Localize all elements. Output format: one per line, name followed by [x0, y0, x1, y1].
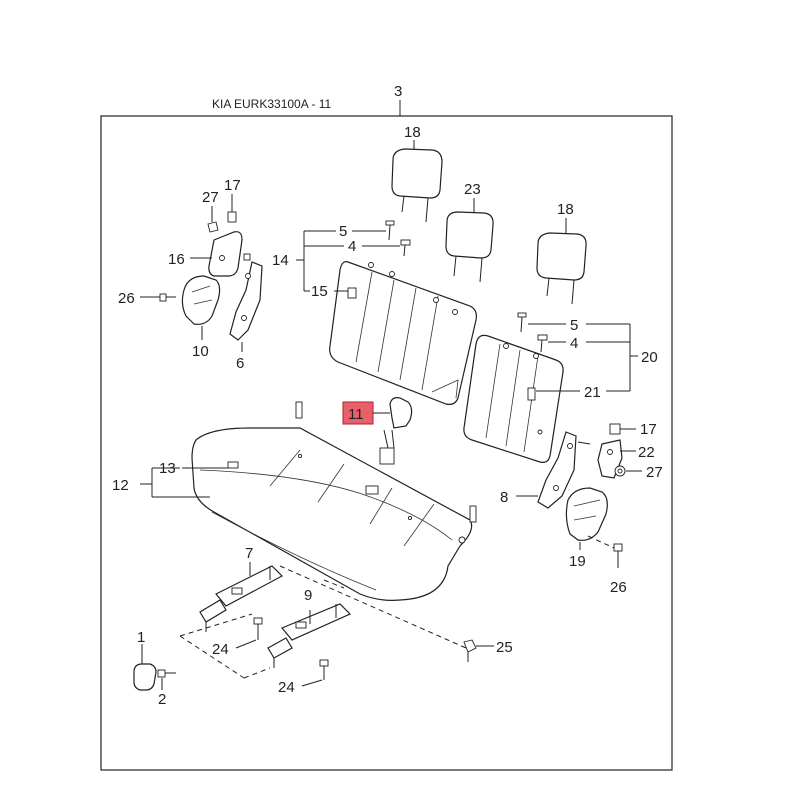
- leader-24b: [301, 679, 323, 687]
- callout-10[interactable]: 10: [192, 343, 209, 360]
- bolt-5-right: [517, 312, 527, 333]
- callout-27b[interactable]: 27: [646, 464, 663, 481]
- nut-27-right: [614, 465, 626, 477]
- hinge-6: [229, 253, 263, 341]
- cover-16: [208, 231, 243, 277]
- seat-back-right: [463, 334, 564, 463]
- callout-11[interactable]: 11: [348, 406, 364, 423]
- bolt-4-right: [537, 334, 548, 353]
- cap-17-right: [609, 423, 621, 435]
- callout-6[interactable]: 6: [236, 355, 244, 372]
- dash-left-b: [179, 635, 245, 679]
- callout-24a[interactable]: 24: [212, 641, 229, 658]
- callout-14[interactable]: 14: [272, 252, 289, 269]
- callout-26b[interactable]: 26: [610, 579, 627, 596]
- dash-left-c: [243, 667, 271, 679]
- callout-12[interactable]: 12: [112, 477, 129, 494]
- callout-15[interactable]: 15: [311, 283, 328, 300]
- latch-11: [379, 397, 413, 465]
- callout-22[interactable]: 22: [638, 444, 655, 461]
- cap-1: [133, 663, 157, 691]
- bolt-4-left: [400, 239, 411, 257]
- callout-5b[interactable]: 5: [570, 317, 578, 334]
- callout-20[interactable]: 20: [641, 349, 658, 366]
- headrest-right: [536, 232, 587, 305]
- dash-rail-mid: [323, 579, 345, 589]
- nut-25: [463, 639, 477, 662]
- callout-5a[interactable]: 5: [339, 223, 347, 240]
- screw-26-right: [587, 535, 623, 568]
- callout-17a[interactable]: 17: [224, 177, 241, 194]
- callout-26a[interactable]: 26: [118, 290, 135, 307]
- dash-rail-front: [279, 565, 467, 649]
- callout-4a[interactable]: 4: [348, 238, 356, 255]
- clip-27-left: [207, 221, 219, 233]
- screw-2: [157, 669, 176, 678]
- callout-3[interactable]: 3: [394, 83, 402, 100]
- headrest-left: [391, 148, 443, 223]
- bolt-24-b: [319, 659, 329, 680]
- headrest-center: [445, 211, 494, 283]
- bolt-24-a: [253, 617, 263, 640]
- dash-left-a: [179, 613, 253, 637]
- rail-9: [267, 603, 352, 668]
- hinge-8: [537, 431, 591, 509]
- callout-7[interactable]: 7: [245, 545, 253, 562]
- callout-25[interactable]: 25: [496, 639, 513, 656]
- callout-4b[interactable]: 4: [570, 335, 578, 352]
- callout-27a[interactable]: 27: [202, 189, 219, 206]
- bracket-20: [586, 323, 638, 392]
- callout-23[interactable]: 23: [464, 181, 481, 198]
- callout-17b[interactable]: 17: [640, 421, 657, 438]
- callout-18a[interactable]: 18: [404, 124, 421, 141]
- cap-17-left: [227, 211, 237, 223]
- bolt-5-left: [385, 220, 395, 241]
- callout-1[interactable]: 1: [137, 629, 145, 646]
- seat-cushion: [191, 401, 477, 601]
- rail-7: [199, 565, 283, 632]
- assembly-frame: [100, 115, 673, 771]
- callout-16[interactable]: 16: [168, 251, 185, 268]
- callout-9[interactable]: 9: [304, 587, 312, 604]
- callout-13[interactable]: 13: [159, 460, 176, 477]
- bracket-12: [140, 467, 210, 498]
- callout-24b[interactable]: 24: [278, 679, 295, 696]
- diagram-title: KIA EURK33100A - 11: [212, 97, 332, 111]
- screw-26-left: [159, 293, 176, 302]
- bracket-14: [296, 230, 344, 292]
- cover-19: [565, 487, 608, 541]
- leader-24a: [235, 639, 257, 649]
- callout-21[interactable]: 21: [584, 384, 601, 401]
- seat-back-left: [329, 261, 477, 405]
- callout-19[interactable]: 19: [569, 553, 586, 570]
- callout-8[interactable]: 8: [500, 489, 508, 506]
- callout-2[interactable]: 2: [158, 691, 166, 708]
- cover-10: [181, 275, 221, 325]
- callout-18b[interactable]: 18: [557, 201, 574, 218]
